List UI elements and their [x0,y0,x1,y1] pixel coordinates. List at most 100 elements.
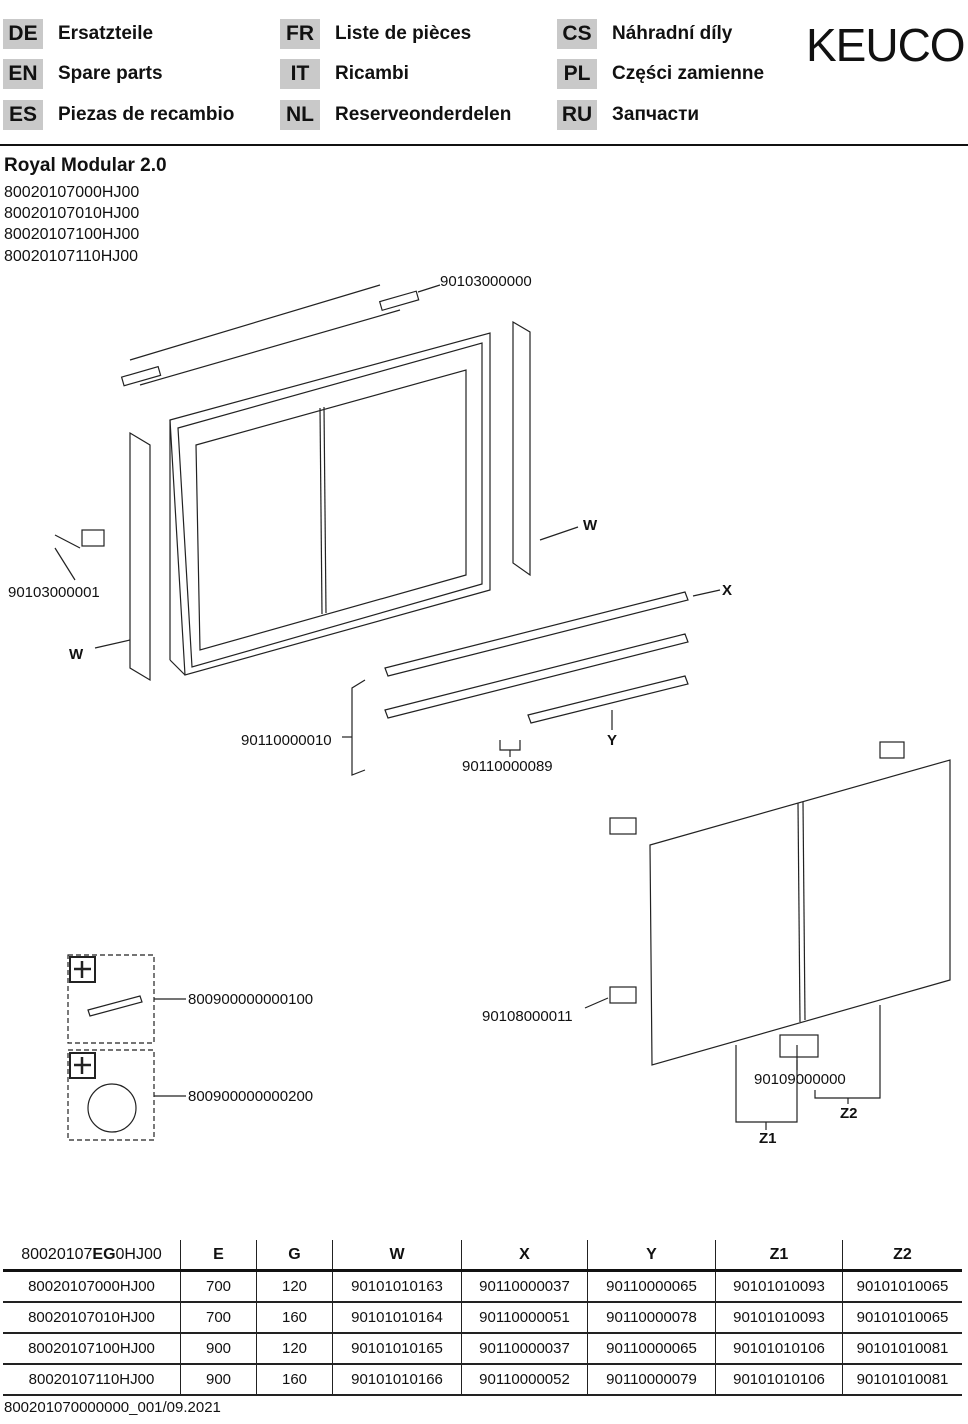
table-cell: 900 [180,1333,257,1365]
lang-text: Náhradní díly [612,23,733,44]
table-cell: 80020107110HJ00 [3,1364,181,1396]
table-cell: 90101010081 [842,1364,962,1396]
label-shelf-holder: 90110000010 [241,732,332,749]
label-accessory-1: 800900000000100 [188,991,314,1008]
table-cell: 120 [256,1270,333,1303]
label-z2: Z2 [840,1105,858,1122]
side-panel-right [512,320,531,577]
table-cell: 90101010166 [332,1364,462,1396]
shelf [527,675,689,724]
table-cell: 900 [180,1364,257,1396]
side-panel-left [129,431,151,682]
lang-code: IT [280,59,320,89]
table-cell: 90101010164 [332,1302,462,1334]
table-cell: 90110000065 [587,1333,716,1365]
label-shelf-clip: 90110000089 [462,758,553,775]
label-y: Y [607,732,618,749]
lang-ru: RU Запчасти [557,100,699,130]
lang-text: Liste de pièces [335,23,472,44]
table-cell: 90110000051 [461,1302,588,1334]
table-cell: 700 [180,1270,257,1303]
lang-code: DE [3,19,43,49]
product-code: 80020107110HJ00 [4,248,139,265]
brand-logo: KEUCO [806,19,966,71]
header-prefix: 80020107 [21,1245,93,1263]
column-header: X [461,1240,588,1272]
lang-text: Piezas de recambio [58,104,235,125]
lang-en: EN Spare parts [3,59,163,89]
lang-nl: NL Reserveonderdelen [280,100,511,130]
product-code: 80020107000HJ00 [4,184,140,201]
table-cell: 160 [256,1302,333,1334]
table-cell: 120 [256,1333,333,1365]
lang-text: Części zamienne [612,63,765,84]
label-hinge: 90108000011 [482,1008,573,1025]
lang-it: IT Ricambi [280,59,409,89]
table-cell: 80020107010HJ00 [3,1302,181,1334]
table-cell: 90101010106 [715,1364,843,1396]
header-variant: EG [92,1245,116,1263]
table-cell: 80020107000HJ00 [3,1270,181,1303]
lang-code: NL [280,100,320,130]
table-cell: 90101010065 [842,1270,962,1303]
exploded-diagram [54,284,951,1141]
lang-text: Ersatzteile [58,23,154,44]
table-header-row: 80020107EG0HJ00 E G W X Y Z1 Z2 [3,1240,962,1272]
lang-text: Запчасти [612,104,700,125]
lang-fr: FR Liste de pièces [280,19,471,49]
product-code: 80020107100HJ00 [4,226,140,243]
table-cell: 90101010081 [842,1333,962,1365]
label-z1: Z1 [759,1130,777,1147]
lang-code: CS [557,19,597,49]
column-header: W [332,1240,462,1272]
cabinet-body [169,332,491,676]
parts-table: 80020107EG0HJ00 E G W X Y Z1 Z2 80020107… [3,1240,962,1396]
table-cell: 90101010093 [715,1270,843,1303]
lang-text: Spare parts [58,63,163,84]
lang-de: DE Ersatzteile [3,19,153,49]
table-cell: 90110000078 [587,1302,716,1334]
document-footer: 800201070000000_001/09.2021 [4,1399,221,1416]
top-bracket-parts [120,284,441,387]
lang-code: EN [3,59,43,89]
lang-text: Reserveonderdelen [335,104,512,125]
label-top-bracket: 90103000000 [440,273,532,290]
table-cell: 90101010106 [715,1333,843,1365]
table-cell: 90110000037 [461,1270,588,1303]
column-header: E [180,1240,257,1272]
table-cell: 90110000079 [587,1364,716,1396]
lang-code: FR [280,19,320,49]
column-header: Y [587,1240,716,1272]
shelf [384,633,689,719]
lang-code: PL [557,59,597,89]
label-w-right: W [583,517,598,534]
table-cell: 160 [256,1364,333,1396]
column-header-article: 80020107EG0HJ00 [3,1240,181,1272]
table-cell: 700 [180,1302,257,1334]
column-header: Z2 [842,1240,962,1272]
label-accessory-2: 800900000000200 [188,1088,314,1105]
accessory-box-2 [67,1049,155,1141]
lang-es: ES Piezas de recambio [3,100,234,130]
label-bottom-part: 90109000000 [754,1071,846,1088]
label-x: X [722,582,733,599]
table-cell: 90101010165 [332,1333,462,1365]
lang-cs: CS Náhradní díly [557,19,732,49]
header-suffix: 0HJ00 [115,1245,162,1263]
divider [0,144,968,146]
column-header: G [256,1240,333,1272]
table-cell: 90110000052 [461,1364,588,1396]
product-title: Royal Modular 2.0 [4,155,167,176]
table-cell: 90110000065 [587,1270,716,1303]
lang-code: ES [3,100,43,130]
label-w-left: W [69,646,84,663]
table-cell: 90101010065 [842,1302,962,1334]
table-cell: 80020107100HJ00 [3,1333,181,1365]
shelf [384,591,689,677]
lang-code: RU [557,100,597,130]
lang-text: Ricambi [335,63,409,84]
